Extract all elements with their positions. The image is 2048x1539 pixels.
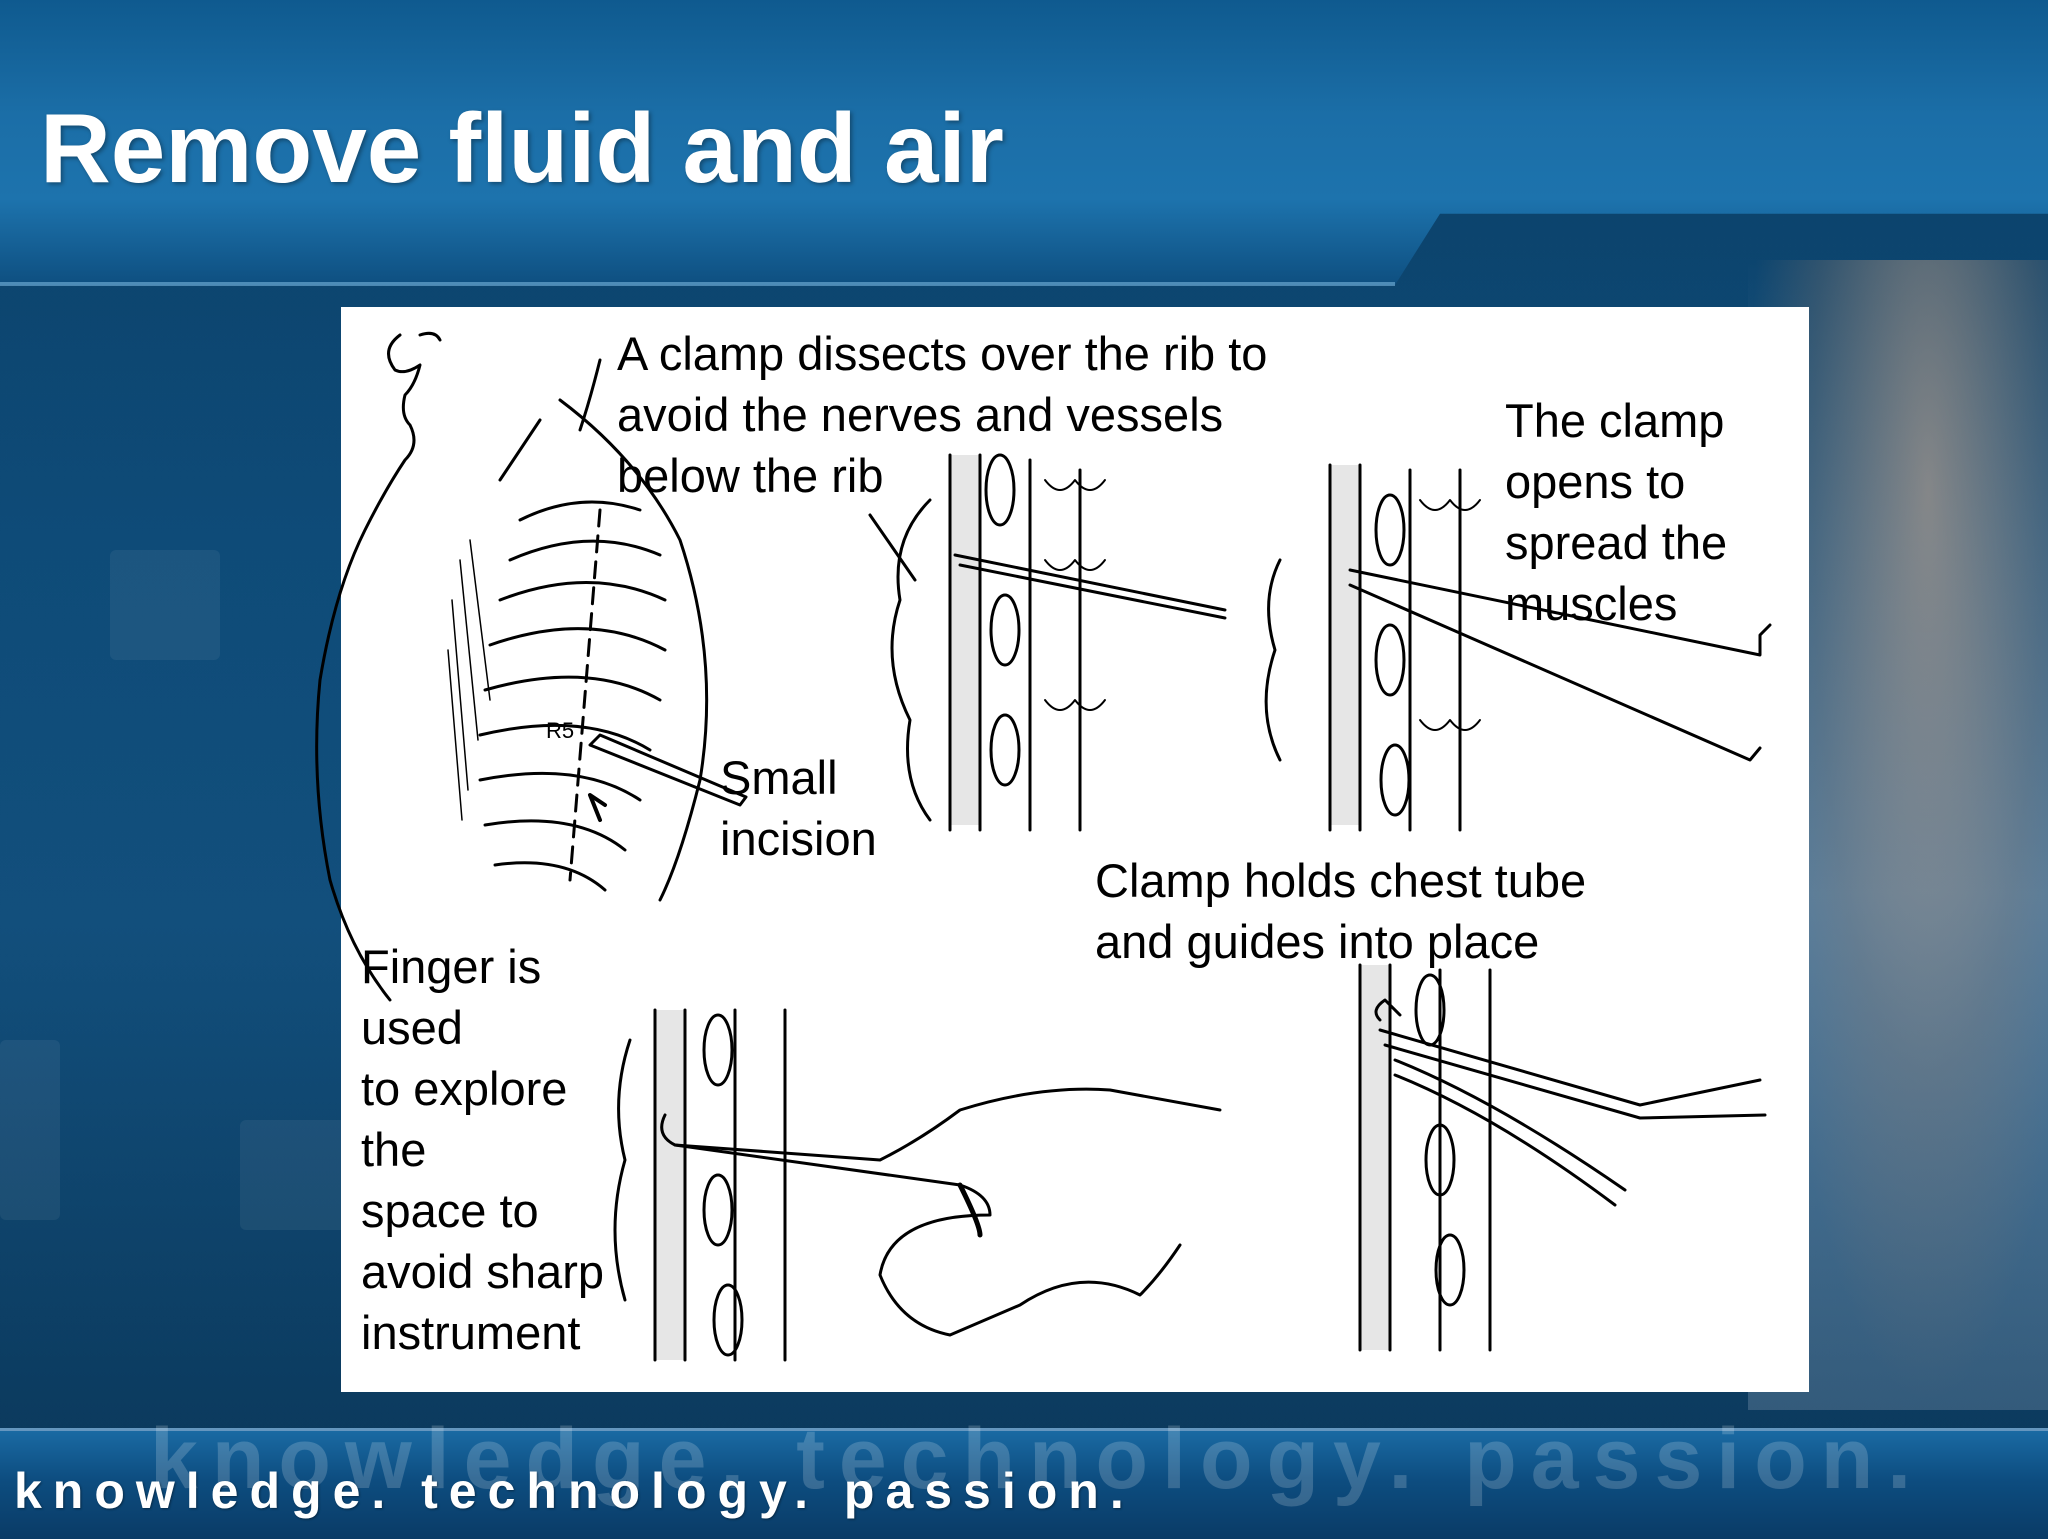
label-line: A clamp dissects over the rib to [617,327,1268,380]
label-line: The clamp [1505,394,1725,447]
label-clamp-holds: Clamp holds chest tube and guides into p… [1095,850,1586,972]
clamp-holds-drawing [1358,963,1767,1352]
label-clamp-dissects: A clamp dissects over the rib to avoid t… [617,323,1267,506]
label-line: the [361,1123,427,1176]
label-line: and guides into place [1095,915,1540,968]
label-line: avoid the nerves and vessels [617,388,1224,441]
slide-title: Remove fluid and air [40,93,1004,203]
label-line: instrument [361,1306,581,1359]
clamp-opens-drawing [1264,463,1772,832]
label-line: space to [361,1184,539,1237]
bg-block [0,1040,60,1220]
bg-block [240,1120,350,1230]
label-line: opens to [1505,455,1686,508]
label-line: Small [720,751,838,804]
label-line: Clamp holds chest tube [1095,854,1587,907]
clamp-dissects-drawing [868,453,1227,832]
label-line: to explore [361,1062,568,1115]
label-line: used [361,1001,463,1054]
label-line: incision [720,812,877,865]
footer-bar [0,1428,2048,1539]
rib-marker-label: R5 [546,718,575,743]
label-line: avoid sharp [361,1245,604,1298]
label-small-incision: Small incision [720,747,877,869]
footer-tagline: knowledge. technology. passion. [14,1463,1135,1519]
illustration-panel [341,307,1809,1392]
label-line: below the rib [617,449,884,502]
torso-drawing [315,331,748,1002]
label-clamp-opens: The clamp opens to spread the muscles [1505,390,1727,634]
footer-ghost-text: knowledge. technology. passion. [150,1411,1926,1507]
finger-drawing [613,1008,1222,1362]
label-line: muscles [1505,577,1678,630]
label-line: Finger is [361,940,542,993]
bg-block [110,550,220,660]
header-divider [0,282,1395,286]
label-finger: Finger is used to explore the space to a… [361,936,604,1363]
label-line: spread the [1505,516,1728,569]
